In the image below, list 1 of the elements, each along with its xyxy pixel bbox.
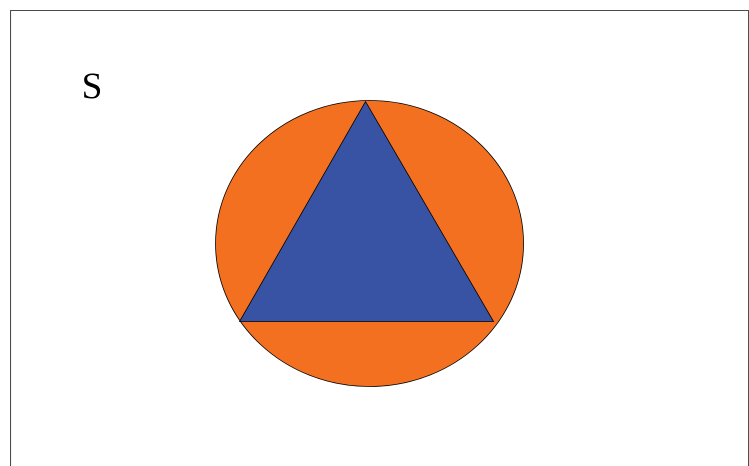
set-label: S [84,73,100,99]
